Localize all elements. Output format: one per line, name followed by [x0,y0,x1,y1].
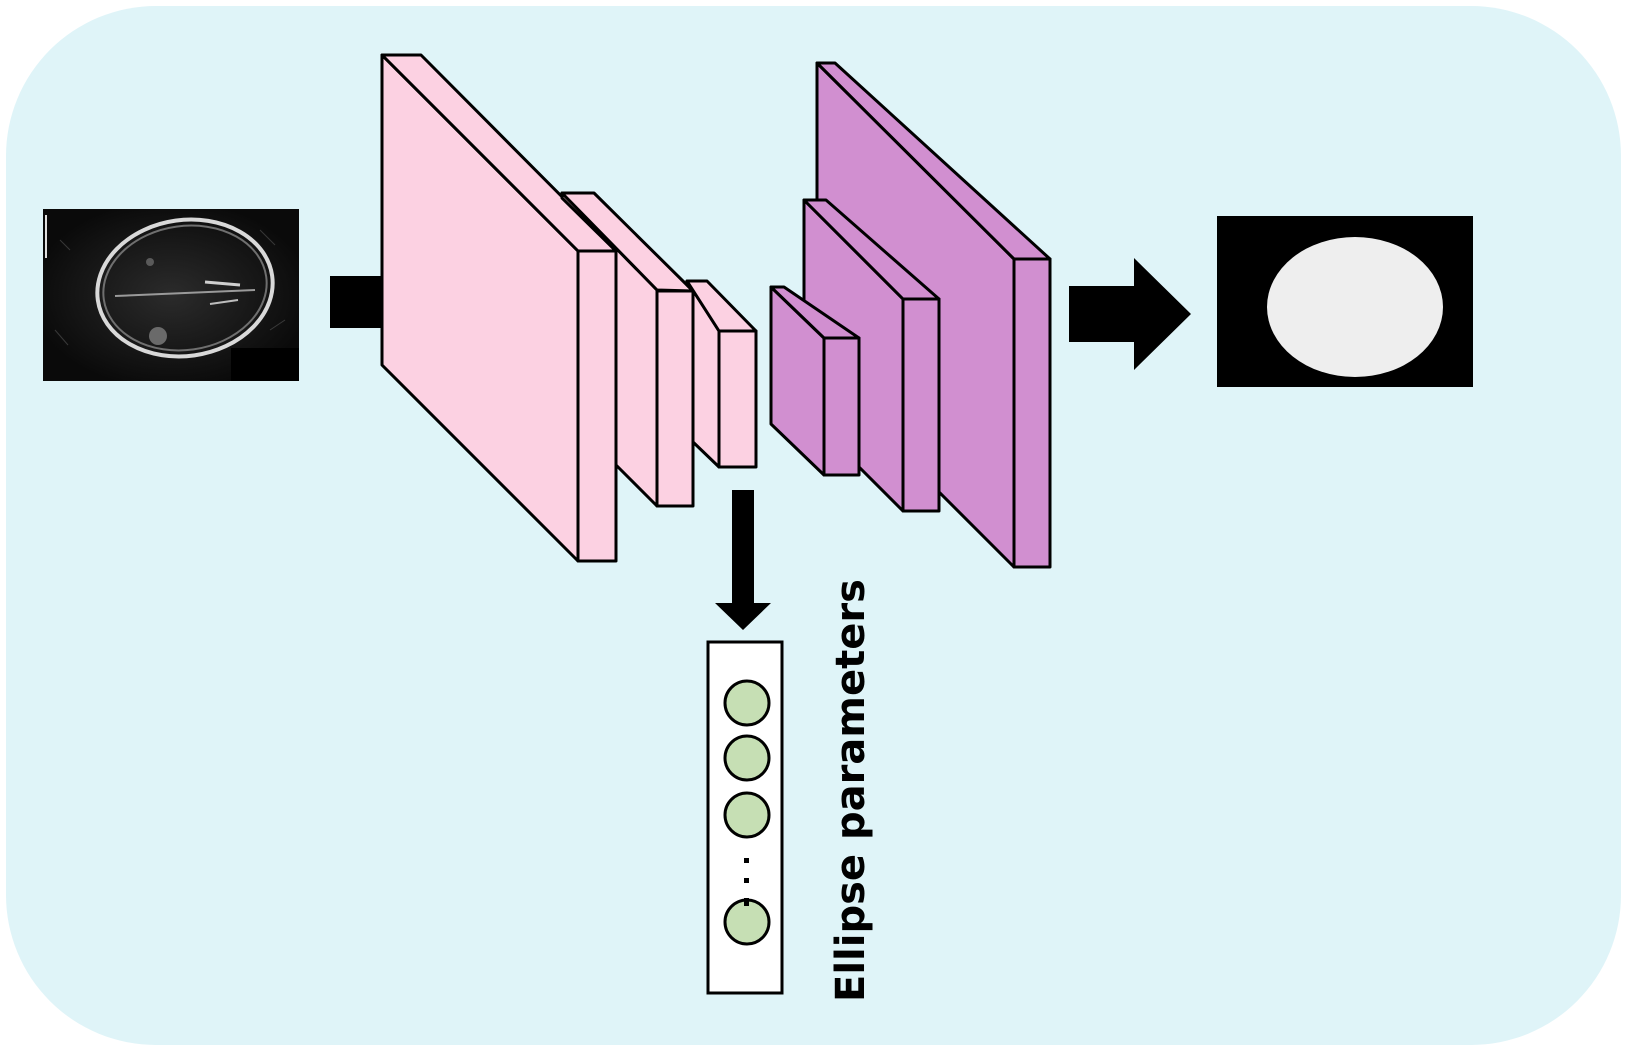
ellipse-parameters-label: Ellipse parameters [828,579,874,1002]
encoder-blocks [380,53,758,563]
output-mask-image [1217,216,1473,387]
parameter-node [723,679,771,727]
output-arrow-icon [1069,258,1191,370]
diagram-panel [6,6,1621,1045]
encoder-block-3 [685,279,758,469]
encoder-block-2 [560,191,695,508]
ellipse-parameter-vector [706,640,784,995]
decoder-block-3 [769,285,861,477]
input-ultrasound-image [43,209,299,381]
down-arrow-icon [715,490,771,630]
parameter-node [723,791,771,839]
parameter-node [723,898,771,946]
decoder-blocks [769,61,1052,569]
encoder-block-1 [380,53,618,563]
parameter-node [723,734,771,782]
